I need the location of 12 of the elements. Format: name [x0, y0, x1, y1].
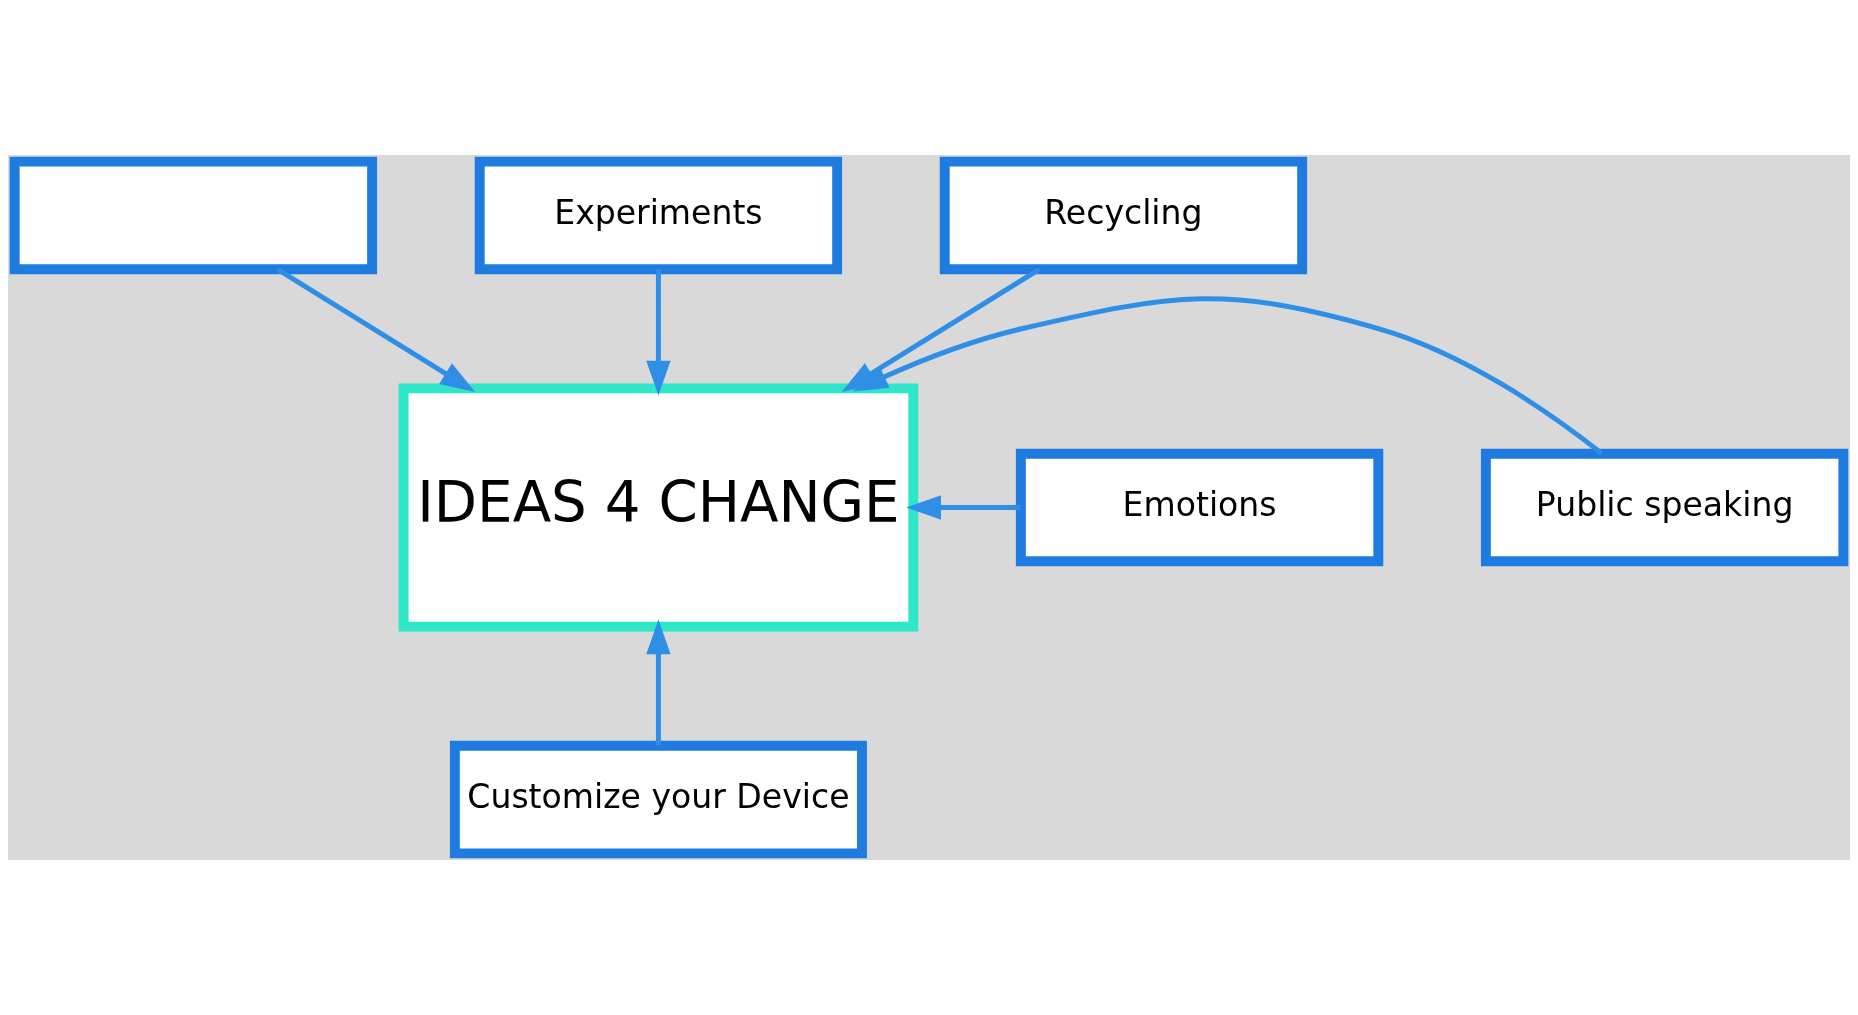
arrow: [906, 495, 1021, 520]
node-box: Public speaking: [1480, 448, 1849, 567]
arrow: [646, 619, 671, 746]
arrow: [852, 296, 1604, 456]
arrow: [646, 269, 671, 396]
node-box: IDEAS 4 CHANGE: [398, 383, 919, 632]
node-box: Emotions: [1015, 448, 1384, 567]
node-box: [9, 156, 378, 275]
node-box: Recycling: [939, 156, 1308, 275]
arrow: [276, 267, 476, 392]
node-box: Customize your Device: [449, 740, 867, 859]
node-box: Experiments: [474, 156, 843, 275]
